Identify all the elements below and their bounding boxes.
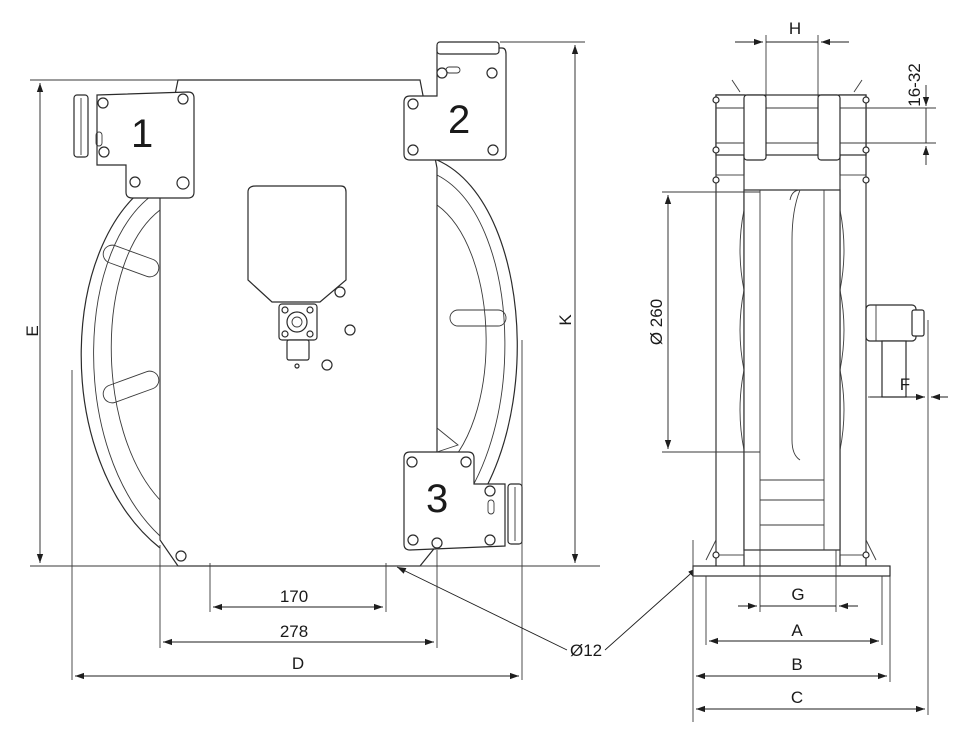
drum-inner-ring-left <box>110 209 161 501</box>
dim-G-label: G <box>791 585 804 604</box>
dim-E-label: E <box>23 325 42 336</box>
front-dimensions: E K 170 278 D Ø12 <box>23 41 698 680</box>
bracket-1 <box>96 91 195 199</box>
dim-16-32-label: 16-32 <box>905 63 924 106</box>
dim-F-label: F <box>900 375 910 394</box>
dim-hole-label: Ø12 <box>570 641 602 660</box>
dim-C-label: C <box>791 688 803 707</box>
side-view <box>692 79 925 577</box>
side-swivel <box>865 304 917 342</box>
drum-inner-ring-right <box>436 204 487 476</box>
dim-K-label: K <box>556 314 575 326</box>
dim-D-label: D <box>292 654 304 673</box>
dim-diameter-label: Ø 260 <box>647 299 666 345</box>
front-view: 1 2 3 <box>73 41 523 567</box>
drum-slot <box>102 244 160 278</box>
drum-outer-ring-left <box>80 177 161 549</box>
drum-slot <box>102 370 160 404</box>
hub-cover <box>247 185 347 303</box>
side-dimensions: H 16-32 Ø 260 F G A B <box>647 19 948 722</box>
bracket-3-label: 3 <box>426 477 448 521</box>
drum-slot <box>449 309 507 327</box>
base-plate <box>692 565 891 577</box>
bracket-2-label: 2 <box>448 98 470 142</box>
dim-B-label: B <box>791 655 802 674</box>
bracket-3 <box>403 451 506 551</box>
dim-H-label: H <box>789 19 801 38</box>
dim-170-label: 170 <box>280 587 308 606</box>
dim-278-label: 278 <box>280 622 308 641</box>
bracket-2 <box>403 47 507 161</box>
bracket-1-label: 1 <box>131 112 153 156</box>
dim-A-label: A <box>791 621 803 640</box>
